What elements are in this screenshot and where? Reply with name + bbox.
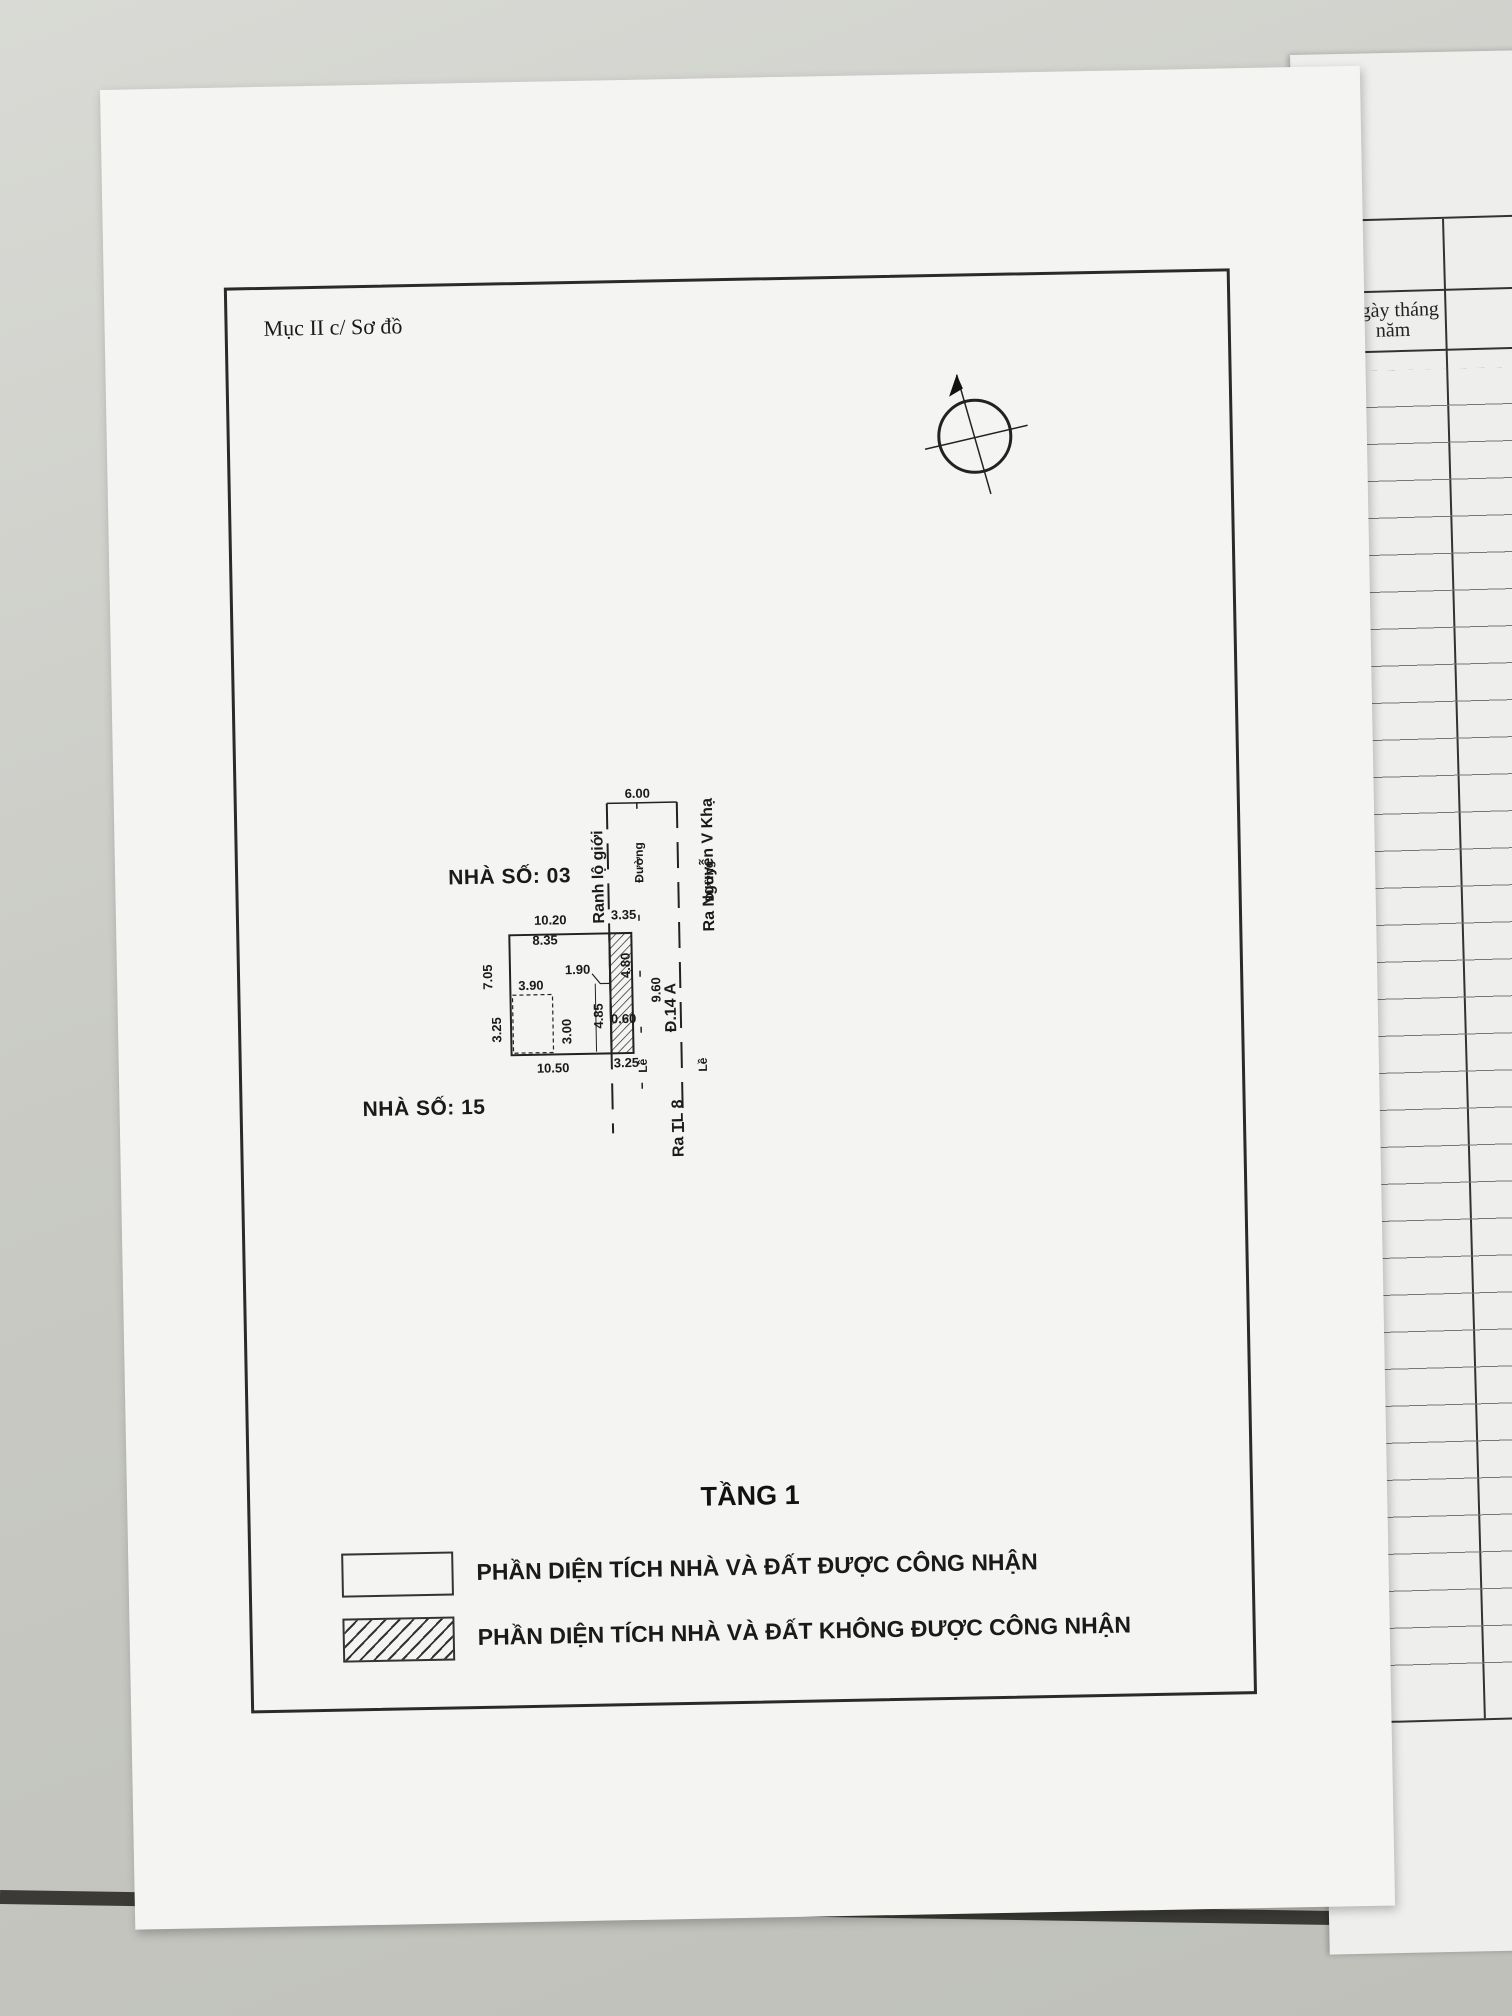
dim-mid-height: 4.85 xyxy=(591,1003,606,1029)
dim-left-lower: 3.25 xyxy=(489,1017,504,1043)
dim-hatch-height: 4.80 xyxy=(618,953,633,979)
north-arrow-icon xyxy=(924,374,1028,495)
dim-right-height: 9.60 xyxy=(648,977,663,1003)
dim-bottom-total: 10.50 xyxy=(537,1060,570,1076)
legend-swatch-hatched xyxy=(342,1616,456,1663)
diagram-frame: Mục II c/ Sơ đồ NHÀ SỐ: 03 NHÀ SỐ: 15 6.… xyxy=(223,268,1258,1714)
dim-room-width: 3.90 xyxy=(518,978,544,993)
label-to-north: Ra Nguyễn V Khạ xyxy=(697,798,719,932)
legend-swatch-plain xyxy=(341,1551,454,1598)
site-plan: 6.00 10.20 8.35 3.35 7.05 3.90 3.25 3.00… xyxy=(480,786,719,1158)
label-boundary: Ranh lộ giới xyxy=(589,830,608,923)
label-curb-left: Lề xyxy=(636,1058,650,1073)
certificate-sheet: Mục II c/ Sơ đồ NHÀ SỐ: 03 NHÀ SỐ: 15 6.… xyxy=(100,65,1396,1930)
label-road-code: Đ.14 A xyxy=(662,982,680,1032)
dim-left-height: 7.05 xyxy=(480,964,495,990)
dim-mid-width: 1.90 xyxy=(565,962,591,977)
label-to-south: Ra TL 8 xyxy=(669,1099,687,1157)
dim-top-total: 10.20 xyxy=(534,912,567,928)
dim-road-width: 6.00 xyxy=(624,786,650,801)
label-road-word-1: Đường xyxy=(632,842,647,883)
dim-bottom-right: 3.25 xyxy=(614,1055,640,1070)
label-curb-right: Lề xyxy=(696,1057,710,1072)
legend-not-recognized: PHẦN DIỆN TÍCH NHÀ VÀ ĐẤT KHÔNG ĐƯỢC CÔN… xyxy=(342,1611,1131,1667)
dim-hatch-width: 0.60 xyxy=(611,1011,637,1026)
legend-recognized: PHẦN DIỆN TÍCH NHÀ VÀ ĐẤT ĐƯỢC CÔNG NHẬN xyxy=(341,1548,1038,1602)
label-road-word-2: Đường xyxy=(702,861,717,902)
dim-top-right: 3.35 xyxy=(611,907,637,922)
dim-top-inner: 8.35 xyxy=(532,932,558,947)
dim-room-height: 3.00 xyxy=(559,1019,574,1045)
